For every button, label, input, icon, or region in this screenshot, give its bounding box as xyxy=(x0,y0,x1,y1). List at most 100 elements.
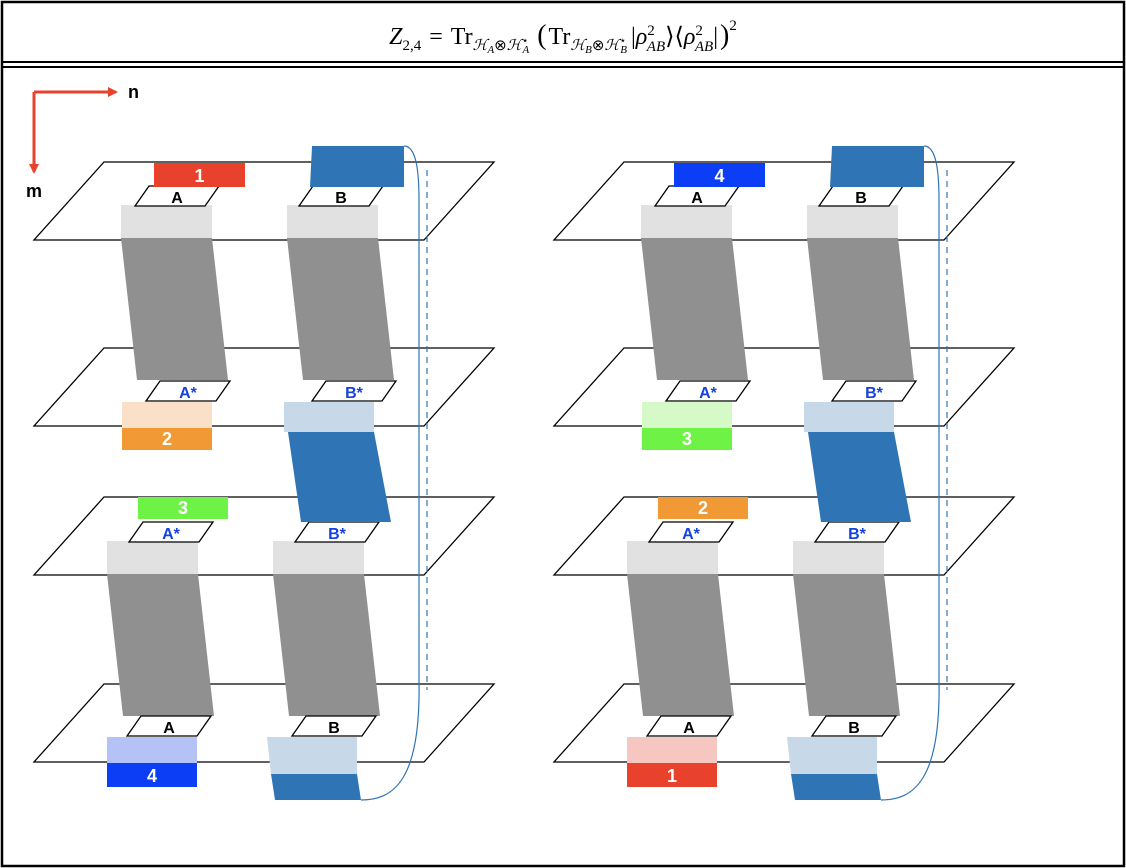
formula-ket-open: | xyxy=(631,24,636,50)
b-top-fold xyxy=(310,146,404,187)
slot-plane2-b xyxy=(310,380,398,402)
formula-rho2-sub: AB xyxy=(694,39,713,55)
slot-plane1-b-label: B xyxy=(335,190,347,207)
formula-tr1-otimes: ⊗ xyxy=(494,38,507,54)
formula-tr2-b: B xyxy=(585,44,592,56)
tab-bottom-fill xyxy=(627,763,717,787)
plane-2 xyxy=(552,347,1016,427)
slot-plane1-b-label: B xyxy=(855,190,867,207)
b-column-upper-dark xyxy=(287,238,394,380)
b-column-upper-light xyxy=(807,205,898,238)
b-trace-loop xyxy=(880,145,940,801)
formula-z-sub: 2,4 xyxy=(403,38,422,54)
b-star-dark xyxy=(288,432,391,522)
b-column-lower-dark xyxy=(793,574,900,716)
tab-bottom-light xyxy=(107,737,197,763)
a-column-lower-dark xyxy=(627,574,734,716)
tab-top-fill xyxy=(674,163,765,187)
formula-rho1-sub: AB xyxy=(646,39,665,55)
formula-tr2-otimes: ⊗ xyxy=(592,38,605,54)
b-bottom-light xyxy=(787,737,877,774)
b-trace-loop xyxy=(360,145,420,801)
a-column-lower-dark xyxy=(107,574,214,716)
plane-3 xyxy=(552,496,1016,576)
tab-mid-top-fill xyxy=(138,497,228,519)
slot-plane4-b-label: B xyxy=(848,720,860,737)
tab-bottom-number: 4 xyxy=(147,766,157,786)
slot-plane4-b-label: B xyxy=(328,720,340,737)
formula-rho1-sup: 2 xyxy=(647,23,655,39)
slot-plane4-b xyxy=(810,715,898,737)
b-column-upper-dark xyxy=(807,238,914,380)
slot-plane2-a xyxy=(664,380,752,402)
plane-1 xyxy=(552,161,1016,241)
n-axis-label: n xyxy=(128,82,139,102)
tab-bottom-number: 1 xyxy=(667,766,677,786)
formula-tr1-a: A xyxy=(486,44,494,56)
formula-tr2-h: ℋ xyxy=(570,38,587,54)
formula-tr1-h: ℋ xyxy=(473,38,490,54)
tab-mid-top-number: 2 xyxy=(698,498,708,518)
plane-2 xyxy=(32,347,496,427)
slot-plane2-a-label: A* xyxy=(179,385,198,402)
slot-plane4-a xyxy=(125,715,213,737)
formula-ket-close: ⟩⟨ xyxy=(665,24,684,50)
b-column-lower-light xyxy=(793,541,884,574)
a-column-lower-light xyxy=(627,541,718,574)
tab-top-fill xyxy=(154,163,245,187)
slot-plane2-b xyxy=(830,380,918,402)
formula-tr1-star: ⋆ xyxy=(522,35,529,47)
slot-plane3-a xyxy=(647,521,735,543)
formula-tr2-star: ⋆ xyxy=(619,35,626,47)
slot-plane3-b-label: B* xyxy=(328,526,347,543)
formula-tr1-a2: A xyxy=(521,44,529,56)
formula-close-paren: ) xyxy=(720,20,729,51)
slot-plane3-a-label: A* xyxy=(162,526,181,543)
tab-bottom-light xyxy=(627,737,717,763)
formula-bra-close: | xyxy=(713,24,718,50)
b-column-upper-light xyxy=(287,205,378,238)
slot-plane3-b-label: B* xyxy=(848,526,867,543)
tab-mid-bottom-number: 3 xyxy=(682,429,692,449)
slot-plane3-a-label: A* xyxy=(682,526,701,543)
tab-mid-top-fill xyxy=(658,497,748,519)
b-star-light xyxy=(284,402,374,432)
formula-tr1: Tr xyxy=(451,24,473,50)
formula-tr1-h2: ℋ xyxy=(507,38,524,54)
b-column-lower-dark xyxy=(273,574,380,716)
slot-plane3-a xyxy=(127,521,215,543)
formula-open-paren: ( xyxy=(537,20,546,51)
formula-z: Z xyxy=(389,24,403,50)
a-column-upper-light xyxy=(641,205,732,238)
formula-tr2-b2: B xyxy=(620,44,627,56)
tab-mid-bottom-fill xyxy=(122,428,212,450)
m-axis-label: m xyxy=(26,181,42,201)
plane-4 xyxy=(32,683,496,763)
slot-plane4-a-label: A xyxy=(163,720,175,737)
slot-plane4-a xyxy=(645,715,733,737)
slot-plane4-b xyxy=(290,715,378,737)
formula-outer-sup: 2 xyxy=(729,18,737,34)
a-column-upper-dark xyxy=(121,238,228,380)
formula-rho2-sup: 2 xyxy=(695,23,703,39)
slot-plane2-a xyxy=(144,380,232,402)
b-column-lower-light xyxy=(273,541,364,574)
a-column-lower-light xyxy=(107,541,198,574)
tab-mid-bottom-light xyxy=(122,402,212,428)
tab-bottom-fill xyxy=(107,763,197,787)
slot-plane2-b-label: B* xyxy=(865,385,884,402)
formula-tr2: Tr xyxy=(549,24,571,50)
a-column-upper-dark xyxy=(641,238,748,380)
formula-rho2: ρ xyxy=(683,24,696,50)
slot-plane1-a-label: A xyxy=(171,190,183,207)
b-star-dark xyxy=(808,432,911,522)
slot-plane1-a-label: A xyxy=(691,190,703,207)
tab-top-number: 4 xyxy=(714,166,724,186)
slot-plane2-a-label: A* xyxy=(699,385,718,402)
tab-mid-bottom-light xyxy=(642,402,732,428)
